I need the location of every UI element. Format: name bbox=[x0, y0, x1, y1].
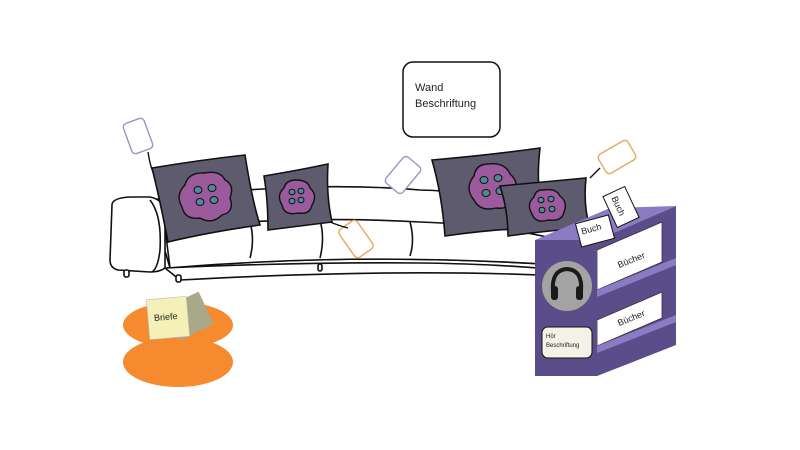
audio-label: Hör Beschriftung bbox=[546, 333, 579, 351]
tag-icon bbox=[122, 117, 154, 155]
table-base bbox=[123, 337, 233, 387]
wall-label-line2: Beschriftung bbox=[415, 98, 477, 110]
book-card-1 bbox=[574, 214, 616, 248]
audio-label-line1: Hör bbox=[546, 334, 556, 340]
letters-note: Briefe bbox=[153, 310, 178, 324]
tag-icon bbox=[384, 155, 422, 195]
tag-icon bbox=[597, 139, 637, 175]
headphones-icon bbox=[550, 266, 584, 300]
audio-label-box bbox=[541, 326, 593, 359]
audio-label-line2: Beschriftung bbox=[546, 343, 580, 349]
wall-label: Wand Beschriftung bbox=[415, 80, 476, 112]
wall-label-line1: Wand bbox=[415, 82, 444, 94]
pillow-2 bbox=[263, 162, 333, 231]
letter-front bbox=[146, 296, 190, 340]
wall-label-box bbox=[402, 61, 501, 138]
pillow-1 bbox=[151, 154, 262, 243]
book-card-2 bbox=[602, 185, 640, 229]
tag-icon bbox=[338, 219, 374, 259]
